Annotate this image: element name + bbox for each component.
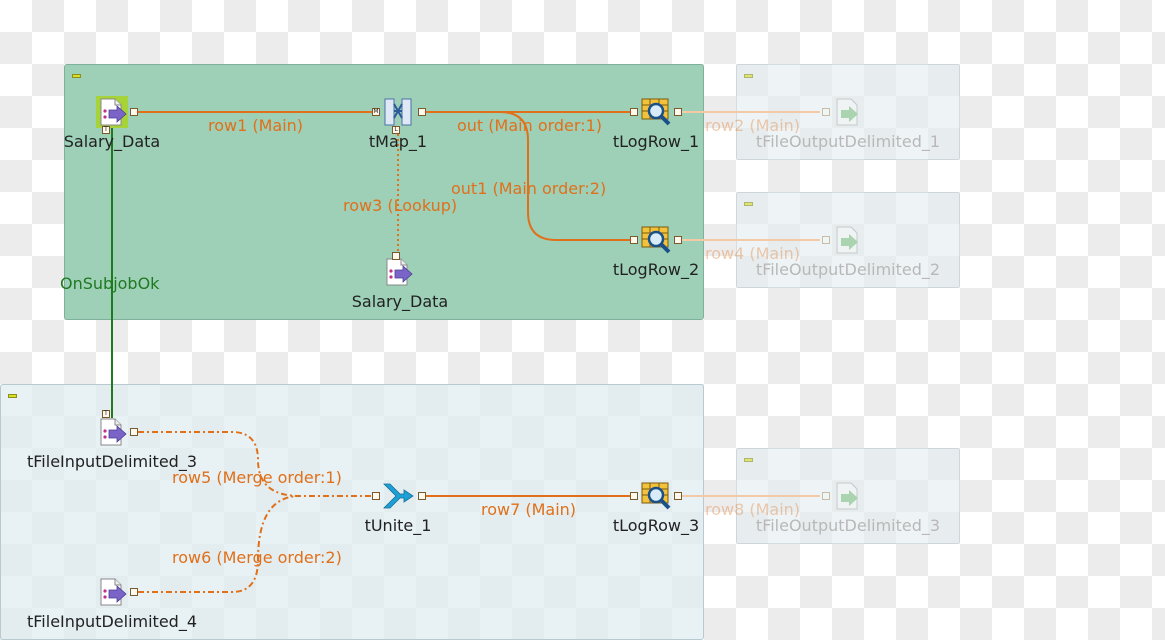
link-label-row8[interactable]: row8 (Main) <box>705 500 801 519</box>
input-connector[interactable] <box>822 236 830 244</box>
link-label-row3[interactable]: row3 (Lookup) <box>343 196 458 215</box>
log-row-icon[interactable] <box>640 480 672 512</box>
component-label: Salary_Data <box>63 132 161 151</box>
subjob-fileout-2[interactable] <box>736 192 960 288</box>
subjob-main[interactable] <box>64 64 704 320</box>
component-label: tLogRow_1 <box>612 132 700 151</box>
subjob-collapse-button[interactable] <box>744 74 753 78</box>
input-connector[interactable] <box>372 492 380 500</box>
input-connector[interactable] <box>630 492 638 500</box>
link-label-row6[interactable]: row6 (Merge order:2) <box>172 548 342 567</box>
output-connector[interactable] <box>674 236 682 244</box>
component-label: tFileInputDelimited_3 <box>26 452 198 471</box>
component-label: tFileOutputDelimited_3 <box>755 516 941 535</box>
file-output-icon[interactable] <box>832 96 864 128</box>
link-row5[interactable] <box>138 431 372 497</box>
tmap-icon[interactable] <box>382 96 414 128</box>
unite-icon[interactable] <box>382 480 414 512</box>
subjob-collapse-button[interactable] <box>8 394 17 398</box>
component-label: tMap_1 <box>368 132 428 151</box>
link-row6[interactable] <box>138 495 301 593</box>
link-label-row1[interactable]: row1 (Main) <box>208 116 304 135</box>
link-label-row5[interactable]: row5 (Merge order:1) <box>172 468 342 487</box>
file-input-icon[interactable] <box>96 416 128 448</box>
log-row-icon[interactable] <box>640 96 672 128</box>
component-label: tLogRow_2 <box>612 260 700 279</box>
input-connector[interactable] <box>630 108 638 116</box>
component-label: tLogRow_3 <box>612 516 700 535</box>
link-label-row4[interactable]: row4 (Main) <box>705 244 801 263</box>
input-connector[interactable] <box>822 492 830 500</box>
component-label: tFileOutputDelimited_2 <box>755 260 941 279</box>
output-connector[interactable] <box>392 252 400 260</box>
log-row-icon[interactable] <box>640 224 672 256</box>
link-label-row7[interactable]: row7 (Main) <box>481 500 577 519</box>
file-input-icon[interactable] <box>96 576 128 608</box>
lookup-connector[interactable]: L <box>392 126 400 134</box>
link-label-row2[interactable]: row2 (Main) <box>705 116 801 135</box>
link-label-out[interactable]: out (Main order:1) <box>457 116 603 135</box>
file-input-icon[interactable] <box>382 256 414 288</box>
input-connector[interactable] <box>630 236 638 244</box>
file-output-icon[interactable] <box>832 480 864 512</box>
output-connector[interactable] <box>418 108 426 116</box>
link-label-out1[interactable]: out1 (Main order:2) <box>451 179 607 198</box>
output-connector[interactable] <box>674 492 682 500</box>
input-connector[interactable] <box>822 108 830 116</box>
output-connector[interactable] <box>674 108 682 116</box>
component-label: tUnite_1 <box>364 516 432 535</box>
output-connector[interactable] <box>130 108 138 116</box>
subjob-collapse-button[interactable] <box>744 202 753 206</box>
trigger-input-connector[interactable]: T <box>102 410 110 418</box>
file-output-icon[interactable] <box>832 224 864 256</box>
output-connector[interactable] <box>130 588 138 596</box>
file-input-icon[interactable] <box>96 96 128 128</box>
link-label-onsubjobok[interactable]: OnSubjobOk <box>60 274 160 293</box>
component-label: tFileInputDelimited_4 <box>26 612 198 631</box>
trigger-connector[interactable]: T <box>102 126 110 134</box>
link-out1[interactable] <box>499 111 632 241</box>
component-label: tFileOutputDelimited_1 <box>755 132 941 151</box>
component-label: Salary_Data <box>351 292 449 311</box>
output-connector[interactable] <box>130 428 138 436</box>
subjob-collapse-button[interactable] <box>744 458 753 462</box>
subjob-collapse-button[interactable] <box>72 74 81 78</box>
output-connector[interactable] <box>418 492 426 500</box>
input-connector[interactable]: M <box>372 108 380 116</box>
